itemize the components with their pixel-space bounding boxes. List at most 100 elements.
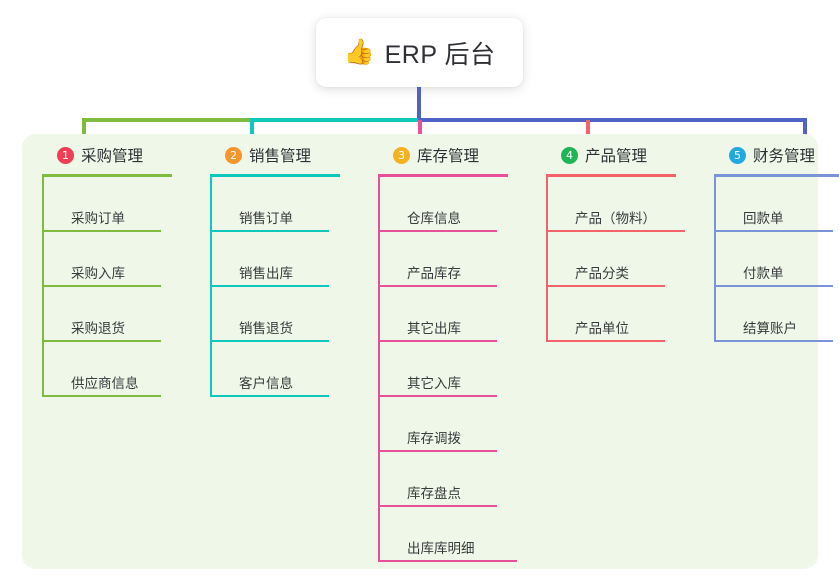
list-item[interactable]: 供应商信息 [42,342,161,397]
branch-header-2[interactable]: 2 销售管理 [204,142,372,168]
item-label: 库存盘点 [407,486,461,501]
branch-header-rule-4 [546,174,676,177]
item-label: 出库库明细 [407,541,475,556]
branch-spine-5 [714,177,716,342]
list-item[interactable]: 产品单位 [546,287,665,342]
item-label: 采购退货 [71,321,125,336]
list-item[interactable]: 采购订单 [42,177,161,232]
item-rule [546,340,665,342]
branch-column-5[interactable]: 5 财务管理 回款单 付款单 结算账户 [708,142,839,342]
branch-badge-5: 5 [729,146,746,164]
item-label: 其它出库 [407,321,461,336]
branch-header-3[interactable]: 3 库存管理 [372,142,540,168]
root-node-label: ERP 后台 [384,40,496,69]
item-rule [42,285,161,287]
list-item[interactable]: 产品（物料） [546,177,685,232]
item-rule [42,340,161,342]
item-label: 仓库信息 [407,211,461,226]
item-label: 产品分类 [575,266,629,281]
branch-spine-2 [210,177,212,397]
list-item[interactable]: 销售订单 [210,177,329,232]
item-rule [714,285,833,287]
branch-items-5: 回款单 付款单 结算账户 [714,177,839,342]
item-label: 其它入库 [407,376,461,391]
item-label: 产品库存 [407,266,461,281]
item-rule [210,340,329,342]
list-item[interactable]: 出库库明细 [378,507,517,562]
item-rule [714,340,833,342]
branch-spine-3 [378,177,380,562]
item-label: 客户信息 [239,376,293,391]
list-item[interactable]: 结算账户 [714,287,833,342]
list-item[interactable]: 库存盘点 [378,452,497,507]
branch-header-rule-2 [210,174,340,177]
list-item[interactable]: 销售退货 [210,287,329,342]
item-rule [210,395,329,397]
item-rule [378,285,497,287]
list-item[interactable]: 产品库存 [378,232,497,287]
list-item[interactable]: 库存调拨 [378,397,497,452]
connector-stem [417,87,421,122]
item-rule [546,285,665,287]
item-rule [546,230,685,232]
item-label: 采购订单 [71,211,125,226]
branch-title-2: 销售管理 [249,148,312,165]
list-item[interactable]: 其它出库 [378,287,497,342]
list-item[interactable]: 销售出库 [210,232,329,287]
item-rule [378,450,497,452]
branch-header-5[interactable]: 5 财务管理 [708,142,839,168]
item-label: 销售退货 [239,321,293,336]
root-node-erp-backend[interactable]: 👍 ERP 后台 [316,18,523,87]
item-rule [42,230,161,232]
branch-title-1: 采购管理 [81,148,144,165]
branch-column-1[interactable]: 1 采购管理 采购订单 采购入库 采购退货 供应商信 [36,142,204,397]
branch-items-1: 采购订单 采购入库 采购退货 供应商信息 [42,177,204,397]
branch-column-2[interactable]: 2 销售管理 销售订单 销售出库 销售退货 客户信息 [204,142,372,397]
list-item[interactable]: 采购退货 [42,287,161,342]
item-rule [210,285,329,287]
branch-column-4[interactable]: 4 产品管理 产品（物料） 产品分类 产品单位 [540,142,708,342]
branch-header-rule-1 [42,174,172,177]
connector-bar-teal [250,118,422,122]
branch-spine-4 [546,177,548,342]
item-label: 产品（物料） [575,211,656,226]
list-item[interactable]: 产品分类 [546,232,665,287]
list-item[interactable]: 客户信息 [210,342,329,397]
branch-title-4: 产品管理 [585,148,648,165]
item-label: 付款单 [743,266,784,281]
list-item[interactable]: 采购入库 [42,232,161,287]
item-rule [378,560,517,562]
item-rule [378,340,497,342]
branch-badge-1: 1 [57,146,74,164]
item-label: 销售订单 [239,211,293,226]
branch-badge-3: 3 [393,146,410,164]
branch-header-rule-5 [714,174,839,177]
item-label: 结算账户 [743,321,797,336]
item-rule [378,230,497,232]
item-label: 产品单位 [575,321,629,336]
branch-header-1[interactable]: 1 采购管理 [36,142,204,168]
list-item[interactable]: 回款单 [714,177,833,232]
branch-spine-1 [42,177,44,397]
branches-panel: 1 采购管理 采购订单 采购入库 采购退货 供应商信 [22,134,839,569]
branch-items-2: 销售订单 销售出库 销售退货 客户信息 [210,177,372,397]
item-rule [210,230,329,232]
item-label: 供应商信息 [71,376,139,391]
branch-column-3[interactable]: 3 库存管理 仓库信息 产品库存 其它出库 其它入库 [372,142,540,562]
item-label: 回款单 [743,211,784,226]
list-item[interactable]: 其它入库 [378,342,497,397]
item-label: 采购入库 [71,266,125,281]
item-label: 库存调拨 [407,431,461,446]
thumbs-up-emoji: 👍 [343,38,375,66]
item-rule [42,395,161,397]
connector-bar-blue [418,118,807,122]
branch-header-rule-3 [378,174,508,177]
item-label: 销售出库 [239,266,293,281]
list-item[interactable]: 仓库信息 [378,177,497,232]
item-rule [378,505,497,507]
branch-badge-2: 2 [225,146,242,164]
item-rule [714,230,833,232]
branch-title-3: 库存管理 [417,148,480,165]
branch-header-4[interactable]: 4 产品管理 [540,142,708,168]
list-item[interactable]: 付款单 [714,232,833,287]
